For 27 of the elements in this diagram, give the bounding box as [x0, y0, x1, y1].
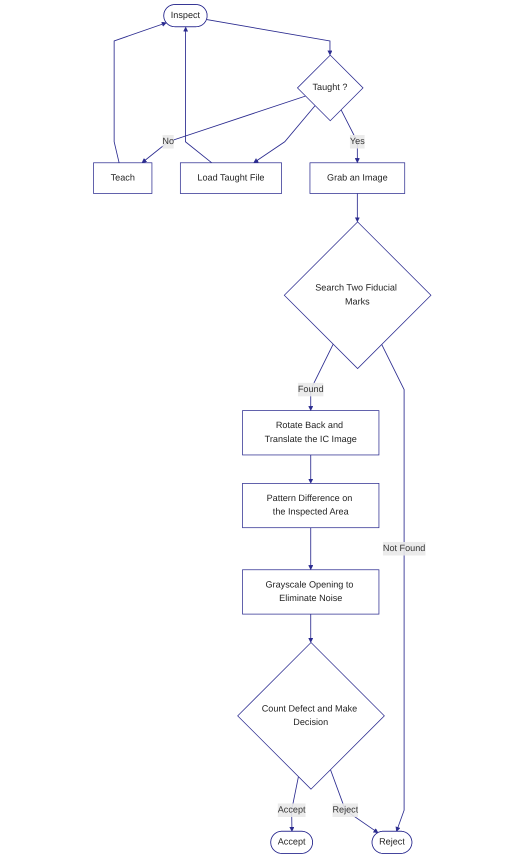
node-box: Load Taught File — [180, 162, 282, 194]
arrow — [253, 105, 316, 164]
arrow — [340, 109, 360, 164]
arrow — [330, 769, 378, 834]
edge-label: Yes — [350, 136, 365, 146]
arrow — [308, 527, 313, 570]
edge-label: Found — [298, 384, 324, 394]
edge-label: Not Found — [382, 544, 426, 554]
arrow — [308, 614, 313, 643]
edge-label: Reject — [332, 805, 358, 815]
arrow — [113, 22, 166, 164]
node-box: Rotate Back and Translate the IC Image — [242, 410, 380, 456]
arrow — [141, 96, 306, 164]
arrow — [206, 19, 332, 56]
node-diamond: Count Defect and Make Decision — [236, 642, 385, 790]
node-box: Teach — [92, 162, 152, 194]
node-diamond: Search Two Fiducial Marks — [284, 221, 432, 370]
edge-label: No — [162, 136, 174, 146]
node-box: Grayscale Opening to Eliminate Noise — [242, 569, 380, 614]
arrow — [308, 454, 313, 484]
node-diamond: Taught ? — [296, 54, 364, 122]
arrow — [380, 344, 404, 832]
node-box: Grab an Image — [309, 162, 405, 194]
arrow — [354, 193, 360, 222]
node-box: Pattern Difference on the Inspected Area — [242, 483, 380, 528]
edge-label: Accept — [277, 805, 306, 815]
arrow — [182, 26, 212, 164]
